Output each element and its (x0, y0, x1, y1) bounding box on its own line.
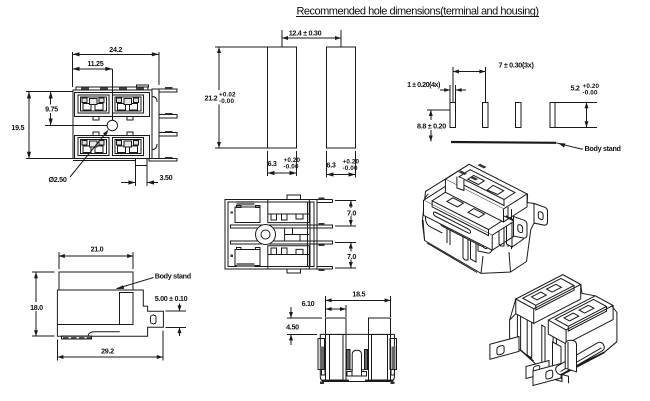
svg-text:6.3: 6.3 (268, 159, 277, 168)
svg-text:-0.00: -0.00 (284, 164, 299, 171)
svg-text:18.5: 18.5 (352, 290, 365, 299)
svg-text:5.00 ± 0.10: 5.00 ± 0.10 (155, 294, 188, 303)
svg-text:1 ± 0.20(4x): 1 ± 0.20(4x) (407, 80, 441, 89)
svg-text:-0.00: -0.00 (583, 90, 598, 97)
svg-text:29.2: 29.2 (101, 347, 114, 356)
svg-text:6.3: 6.3 (327, 161, 336, 170)
svg-text:7.0: 7.0 (347, 252, 356, 261)
svg-text:+0.20: +0.20 (343, 158, 360, 165)
svg-text:21.0: 21.0 (91, 245, 104, 254)
svg-text:11.25: 11.25 (87, 59, 103, 68)
svg-text:7.0: 7.0 (347, 208, 356, 217)
svg-text:4.50: 4.50 (286, 323, 299, 332)
svg-text:6.10: 6.10 (302, 299, 315, 308)
svg-text:9.75: 9.75 (45, 105, 58, 114)
svg-text:Body stand: Body stand (585, 144, 621, 153)
svg-text:+0.02: +0.02 (219, 91, 236, 98)
svg-text:-0.00: -0.00 (219, 98, 234, 105)
svg-text:21.2: 21.2 (205, 94, 218, 103)
svg-text:18.0: 18.0 (30, 303, 43, 312)
svg-text:Body stand: Body stand (155, 272, 191, 281)
svg-text:Recommended hole dimensions(te: Recommended hole dimensions(terminal and… (296, 6, 538, 18)
svg-text:Ø2.50: Ø2.50 (49, 175, 67, 184)
svg-text:24.2: 24.2 (109, 45, 122, 54)
svg-text:5.2: 5.2 (571, 84, 580, 93)
svg-text:-0.00: -0.00 (343, 165, 358, 172)
svg-text:19.5: 19.5 (11, 123, 24, 132)
svg-text:+0.20: +0.20 (583, 83, 600, 90)
svg-text:7 ± 0.30(3x): 7 ± 0.30(3x) (498, 61, 534, 70)
svg-text:8.8 ± 0.20: 8.8 ± 0.20 (417, 122, 446, 131)
svg-text:12.4 ± 0.30: 12.4 ± 0.30 (289, 29, 322, 38)
svg-text:+0.20: +0.20 (284, 157, 301, 164)
svg-text:3.50: 3.50 (160, 173, 173, 182)
